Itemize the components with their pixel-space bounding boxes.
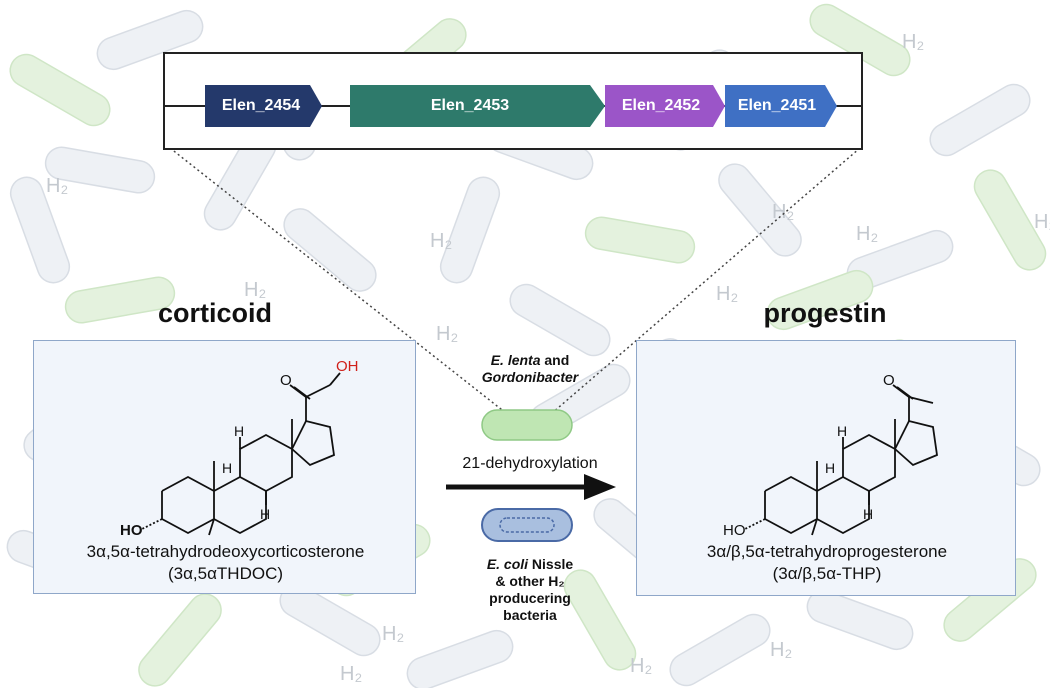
h2-label: H₂ [340,663,362,685]
gene-cluster-panel: Elen_2454 Elen_2453 Elen_2452 Elen_2451 [163,52,863,150]
gene-label-elen-2451: Elen_2451 [738,97,816,114]
bacterium-rod [509,283,611,357]
gene-label-elen-2454: Elen_2454 [222,97,300,114]
thp-structure: O H H H H HO [723,372,938,541]
org-bottom-line4: bacteria [503,607,557,623]
reaction-label: 21-dehydroxylation [462,455,598,472]
bacterium-rod [44,146,156,194]
org-label-bottom: E. coli Nissle & other H₂ producering ba… [440,556,620,624]
reaction-arrow [446,474,616,500]
thp-name: 3α/β,5α-tetrahydroprogesterone [706,542,948,561]
gene-label-elen-2453: Elen_2453 [431,97,509,114]
thp-ho-label: HO [723,522,746,539]
thdoc-ho-label: HO [120,522,143,539]
gene-arrow-elen-2454 [205,85,322,127]
gene-arrow-elen-2451 [725,85,837,127]
org-top-and: and [540,352,570,368]
bacterium-rod [96,9,204,71]
h2-label: H₂ [856,223,878,245]
bacterium-rod [283,208,377,292]
corticoid-box: O OH H H H H HO 3α,5α-tetrahydrodeoxycor… [33,340,416,594]
h2-label: H₂ [436,323,458,345]
thdoc-structure: O OH H H H H HO [120,358,359,541]
bacterium-rod [9,176,71,284]
thp-h-label-3: H [863,506,873,522]
zoom-line-left [169,147,531,433]
h2-label: H₂ [772,201,794,223]
bacterium-rod [806,589,914,651]
bacterium-rod [718,163,802,257]
thp-h-label-2: H [825,460,835,476]
h2-label: H₂ [244,279,266,301]
h2-label: H₂ [382,623,404,645]
thp-abbrev: (3α/β,5α-THP) [772,564,882,583]
h2-label: H₂ [430,230,452,252]
h2-label: H₂ [1034,211,1050,233]
h2-label: H₂ [46,175,68,197]
org-label-top: E. lenta and Gordonibacter [440,352,620,386]
bacterium-rod [138,593,222,687]
thdoc-h-label-1: H [234,423,244,439]
thdoc-o-label: O [280,372,292,389]
ecoli-cell-icon [481,508,573,542]
org-top-italic: E. lenta [490,352,541,368]
elenta-cell-icon [481,409,573,441]
thdoc-oh-label: OH [336,358,359,375]
bacterium-rod [929,83,1031,157]
gene-cluster-diagram: Elen_2454 Elen_2453 Elen_2452 Elen_2451 [165,85,861,127]
bacterium-rod [584,216,696,264]
gene-arrow-elen-2452 [605,85,725,127]
gene-label-elen-2452: Elen_2452 [622,97,700,114]
progestin-title: progestin [763,298,887,328]
bacterium-rod [669,613,771,687]
org-bottom-rest: Nissle [528,556,574,572]
thp-h-label-4: H [805,538,815,541]
thdoc-h-label-3: H [260,506,270,522]
thdoc-abbrev: (3α,5αTHDOC) [167,564,284,583]
org-bottom-italic: E. coli [486,556,529,572]
progestin-box: O H H H H HO 3α/β,5α-tetrahydroprogester… [636,340,1016,596]
bacterium-rod [563,569,637,671]
thp-h-label-1: H [837,423,847,439]
thp-o-label: O [883,372,895,389]
thdoc-name: 3α,5α-tetrahydrodeoxycorticosterone [86,542,365,561]
org-top-line2: Gordonibacter [481,369,579,385]
bacterium-rod [406,629,514,688]
bacterium-rod [766,269,874,331]
h2-label: H₂ [770,639,792,661]
bacterium-rod [9,53,111,127]
bacterium-rod [973,169,1047,271]
bacterium-rod [439,176,501,284]
h2-label: H₂ [630,655,652,677]
thdoc-h-label-4: H [202,538,212,541]
corticoid-title: corticoid [157,298,272,328]
thdoc-h-label-2: H [222,460,232,476]
bacterium-rod [64,276,176,324]
gene-arrow-elen-2453 [350,85,605,127]
org-bottom-line2: & other H₂ [495,573,565,589]
org-bottom-line3: producering [489,590,571,606]
h2-label: H₂ [716,283,738,305]
h2-label: H₂ [902,31,924,53]
